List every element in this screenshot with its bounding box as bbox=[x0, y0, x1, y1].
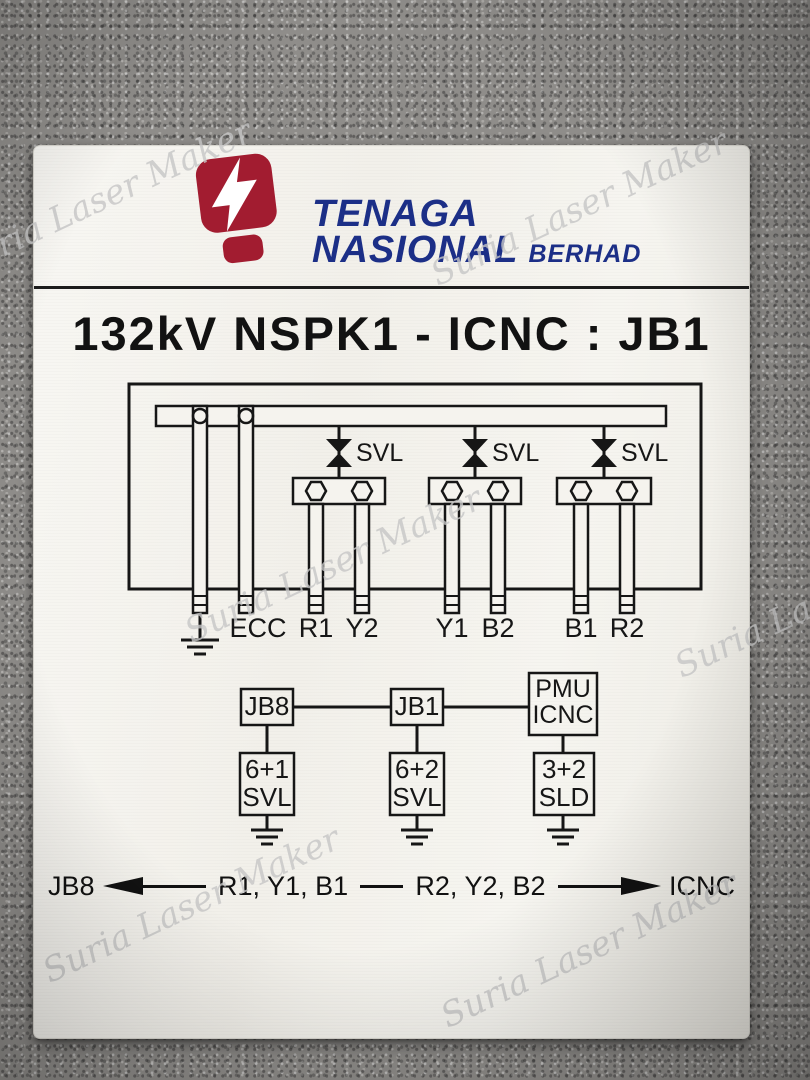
earth-conductors bbox=[191, 404, 255, 615]
ground-symbol-3 bbox=[547, 815, 579, 846]
ecc-label: ECC bbox=[229, 613, 286, 643]
svl-label-2: SVL bbox=[492, 439, 539, 467]
svg-text:SVL: SVL bbox=[392, 782, 441, 812]
direction-line-segment bbox=[557, 884, 622, 888]
phase-conductors bbox=[307, 502, 636, 615]
terminal-label: Y1 bbox=[435, 613, 468, 643]
svg-text:SVL: SVL bbox=[242, 782, 291, 812]
terminal-label: Y2 bbox=[345, 613, 378, 643]
svl-symbol-2 bbox=[462, 426, 488, 478]
ecc-ground-symbol bbox=[181, 613, 219, 656]
direction-line-segment bbox=[360, 884, 404, 888]
terminal-block-2 bbox=[427, 476, 523, 506]
flow-box-3plus2-sld: 3+2 SLD bbox=[532, 751, 596, 817]
svl-symbol-3 bbox=[591, 426, 617, 478]
ground-symbol-1 bbox=[251, 815, 283, 846]
brand-line-nasional-berhad: NASIONAL BERHAD bbox=[312, 229, 642, 272]
svl-label-1: SVL bbox=[356, 439, 403, 467]
svg-text:PMU: PMU bbox=[535, 675, 591, 703]
terminal-label: R1 bbox=[299, 613, 334, 643]
brand-berhad: BERHAD bbox=[528, 240, 642, 269]
svg-text:6+1: 6+1 bbox=[245, 754, 289, 784]
engraved-plate: TENAGA NASIONAL BERHAD 132kV NSPK1 - ICN… bbox=[33, 145, 750, 1039]
ground-symbol-2 bbox=[401, 815, 433, 846]
terminal-label: B1 bbox=[564, 613, 597, 643]
busbar bbox=[154, 404, 668, 428]
flow-box-jb8: JB8 bbox=[239, 687, 295, 727]
conductor-bands bbox=[192, 595, 635, 606]
plate-title: 132kV NSPK1 - ICNC : JB1 bbox=[72, 307, 711, 360]
svg-text:6+2: 6+2 bbox=[395, 754, 439, 784]
header-divider bbox=[34, 286, 749, 289]
flow-box-6plus1-svl: 6+1 SVL bbox=[238, 751, 296, 817]
svg-text:SLD: SLD bbox=[539, 782, 590, 812]
bottom-right-label: ICNC bbox=[669, 870, 736, 901]
left-phases-label: R1, Y1, B1 bbox=[218, 870, 349, 901]
phase-direction-row: JB8 R1, Y1, B1 R2, Y2, B2 ICNC bbox=[34, 864, 749, 908]
tnb-logo-icon bbox=[195, 153, 277, 264]
terminal-label: R2 bbox=[610, 613, 645, 643]
flow-connectors bbox=[265, 705, 565, 753]
enclosure-box bbox=[127, 382, 703, 591]
brand-wordmark: TENAGA NASIONAL BERHAD bbox=[312, 193, 642, 272]
arrow-left-icon bbox=[102, 877, 143, 895]
terminal-block-1 bbox=[291, 476, 387, 506]
direction-line-segment bbox=[142, 884, 207, 888]
terminal-block-3 bbox=[555, 476, 653, 506]
svl-label-3: SVL bbox=[621, 439, 668, 467]
svg-text:ICNC: ICNC bbox=[532, 701, 593, 729]
svg-text:JB1: JB1 bbox=[395, 691, 440, 721]
svg-text:3+2: 3+2 bbox=[542, 754, 586, 784]
flow-box-pmu-icnc: PMU ICNC bbox=[527, 671, 599, 737]
brand-nasional: NASIONAL bbox=[312, 229, 519, 272]
flow-box-6plus2-svl: 6+2 SVL bbox=[388, 751, 446, 817]
terminal-label: B2 bbox=[481, 613, 514, 643]
right-phases-label: R2, Y2, B2 bbox=[415, 870, 546, 901]
svl-symbol-1 bbox=[326, 426, 352, 478]
brand-line-tenaga: TENAGA bbox=[312, 193, 479, 235]
flow-box-jb1: JB1 bbox=[389, 687, 445, 727]
bottom-left-label: JB8 bbox=[48, 870, 95, 901]
arrow-right-icon bbox=[621, 877, 662, 895]
schematic-diagram: SVL SVL SVL bbox=[127, 382, 703, 846]
svg-text:JB8: JB8 bbox=[245, 691, 290, 721]
